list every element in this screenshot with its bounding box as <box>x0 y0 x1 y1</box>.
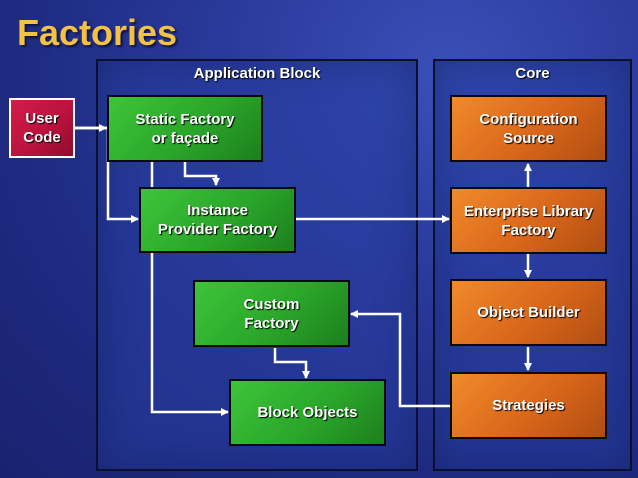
strategies-box: Strategies <box>450 372 607 439</box>
configuration-source-box: Configuration Source <box>450 95 607 162</box>
arrow-strategies-to-custom-factory <box>350 310 450 408</box>
application-block-label: Application Block <box>193 65 321 82</box>
slide-title: Factories <box>17 12 178 53</box>
block-objects-box: Block Objects <box>229 379 386 446</box>
static-factory-box: Static Factory or façade <box>107 95 263 162</box>
arrow-custom-to-block-objects <box>273 348 310 379</box>
instance-provider-factory-box: Instance Provider Factory <box>139 187 296 253</box>
custom-factory-box: Custom Factory <box>193 280 350 347</box>
user-code-box: User Code <box>9 98 75 158</box>
arrow-static-to-instance <box>183 162 220 186</box>
object-builder-box: Object Builder <box>450 279 607 346</box>
arrow-user-to-block-objects <box>75 126 229 416</box>
enterprise-library-factory-box: Enterprise Library Factory <box>450 187 607 254</box>
core-label: Core <box>515 65 550 82</box>
